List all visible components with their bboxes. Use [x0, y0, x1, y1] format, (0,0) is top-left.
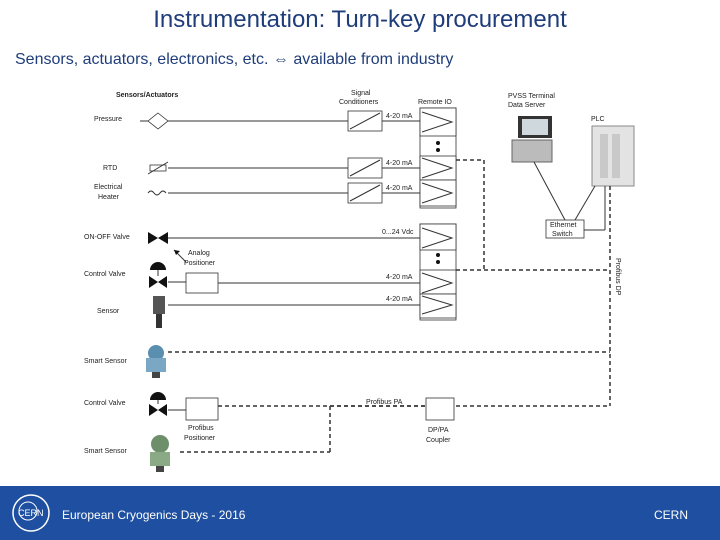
label-electrical: Electrical	[94, 184, 123, 191]
header-signal-conditioners: Signal	[351, 90, 371, 97]
instrumentation-diagram: Sensors/Actuators Signal Conditioners Re…	[84, 90, 635, 472]
plc-icon	[591, 125, 635, 187]
signal-label-2: 4-20 mA	[386, 160, 413, 167]
profibus-dp-label: Profibus DP	[614, 258, 621, 296]
label-rtd: RTD	[103, 165, 117, 172]
header-sensors-actuators: Sensors/Actuators	[116, 92, 178, 99]
profibus-pa-label: Profibus PA	[366, 399, 403, 406]
header-pvss: PVSS Terminal	[508, 93, 555, 100]
analog-positioner-label-2: Positioner	[184, 260, 216, 267]
profibus-positioner-label: Profibus	[188, 425, 214, 432]
label-pressure: Pressure	[94, 116, 122, 123]
rtd-icon	[147, 161, 169, 175]
coupler-label: DP/PA	[428, 427, 449, 434]
label-smart-sensor: Smart Sensor	[84, 358, 127, 365]
label-control-valve-2: Control Valve	[84, 400, 126, 407]
slide-subtitle: Sensors, actuators, electronics, etc. ⇔ …	[15, 51, 454, 68]
footer-event-text: European Cryogenics Days - 2016	[62, 508, 246, 522]
onoff-valve-icon	[148, 232, 168, 244]
pvss-terminal-icon	[511, 116, 553, 163]
svg-text:CERN: CERN	[18, 508, 44, 518]
pressure-sensor-icon	[140, 112, 178, 130]
slide-title: Instrumentation: Turn-key procurement	[153, 6, 567, 33]
ethernet-label: Ethernet	[550, 222, 577, 229]
header-remote-io: Remote IO	[418, 99, 452, 106]
label-smart-sensor-2: Smart Sensor	[84, 448, 127, 455]
signal-label-5: 4-20 mA	[386, 274, 413, 281]
signal-label-1: 4-20 mA	[386, 113, 413, 120]
signal-label-4: 0...24 Vdc	[382, 229, 414, 236]
heater-icon	[147, 190, 167, 196]
label-control-valve: Control Valve	[84, 271, 126, 278]
footer-org-text: CERN	[653, 508, 688, 522]
control-valve-icon	[149, 262, 167, 288]
label-heater: Heater	[98, 194, 120, 201]
cern-logo: CERN	[12, 494, 50, 532]
switch-label: Switch	[552, 231, 573, 238]
header-plc: PLC	[591, 116, 605, 123]
signal-label-6: 4-20 mA	[386, 296, 413, 303]
header-signal-conditioners-2: Conditioners	[339, 99, 379, 106]
analog-positioner-label: Analog	[188, 250, 210, 257]
header-pvss-2: Data Server	[508, 102, 546, 109]
coupler-label-2: Coupler	[426, 437, 451, 444]
smart-sensor-2-icon	[150, 435, 170, 472]
control-valve-2-icon	[149, 392, 167, 416]
label-onoff-valve: ON-OFF Valve	[84, 234, 130, 241]
analog-positioner-box	[185, 272, 219, 294]
label-sensor: Sensor	[97, 308, 120, 315]
dp-pa-coupler-box	[425, 397, 455, 421]
signal-label-3: 4-20 mA	[386, 185, 413, 192]
footer-bar: CERN European Cryogenics Days - 2016 CER…	[0, 486, 720, 540]
sensor-icon	[153, 296, 165, 328]
smart-sensor-icon	[146, 345, 166, 378]
profibus-positioner-box	[185, 397, 219, 421]
profibus-positioner-label-2: Positioner	[184, 435, 216, 442]
